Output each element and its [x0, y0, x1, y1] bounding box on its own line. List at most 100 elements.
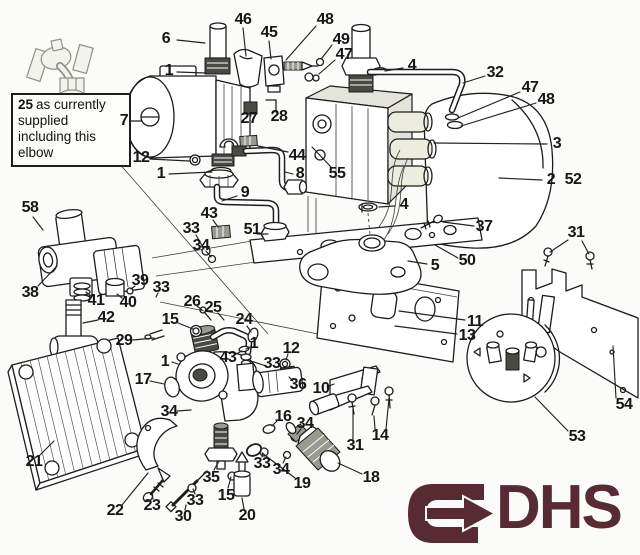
leader-line-42 [82, 319, 99, 324]
callout-19: 19 [293, 475, 311, 492]
o-ring-15 [189, 324, 203, 338]
callout-25: 25 [204, 299, 222, 316]
leader-line-48 [285, 25, 317, 61]
plate-screws [543, 247, 595, 270]
air-vent-46 [233, 48, 325, 93]
callout-33: 33 [263, 355, 281, 372]
callout-31: 31 [567, 224, 585, 241]
chassis-guide-lines [117, 161, 319, 335]
leader-line-1 [168, 171, 213, 175]
leader-line-47 [318, 59, 336, 75]
leader-line-44 [257, 145, 289, 153]
leader-line-16 [271, 420, 278, 427]
leader-line-25 [217, 312, 225, 321]
leader-line-40 [116, 293, 123, 299]
callout-38: 38 [21, 284, 39, 301]
callout-8: 8 [295, 165, 305, 182]
callout-9: 9 [240, 184, 250, 201]
callout-54: 54 [615, 396, 633, 413]
plunger-20 [233, 451, 251, 497]
bolt-26 [199, 306, 207, 314]
callout-43: 43 [200, 205, 218, 222]
callout-15: 15 [161, 311, 179, 328]
callout-50: 50 [458, 252, 476, 269]
u-clip-22 [136, 417, 178, 483]
solenoids [387, 111, 437, 187]
callout-12: 12 [132, 149, 150, 166]
washer-34d [282, 450, 292, 460]
callout-27: 27 [240, 110, 258, 127]
sensor-35 [204, 422, 238, 470]
leader-line-33 [192, 488, 196, 495]
leader-line-38 [37, 265, 58, 287]
leader-line-34 [205, 250, 212, 258]
callout-33: 33 [186, 492, 204, 509]
o-ring-12 [189, 154, 201, 166]
dhs-logo-text: DHS [496, 473, 623, 542]
leader-line-31 [581, 240, 590, 255]
callout-39: 39 [131, 272, 149, 289]
callout-55: 55 [328, 165, 346, 182]
callout-34: 34 [296, 415, 314, 432]
leader-line-12 [149, 158, 190, 162]
leader-line-33 [155, 292, 159, 298]
callout-46: 46 [234, 11, 252, 28]
leader-line-33 [195, 234, 205, 250]
callout-51: 51 [243, 221, 261, 238]
pipe-8 [231, 145, 308, 195]
callout-47: 47 [335, 46, 353, 63]
leader-line-11 [398, 310, 466, 321]
leader-line-53 [534, 396, 569, 432]
leader-line-8 [284, 171, 294, 175]
leader-line-41 [85, 291, 92, 297]
leader-line-30 [184, 504, 187, 511]
part-28 [265, 99, 277, 113]
wiring-loom [377, 149, 409, 241]
callout-30: 30 [174, 508, 192, 525]
leader-line-14 [385, 397, 390, 430]
callout-48: 48 [537, 91, 555, 108]
leader-line-5 [407, 260, 428, 265]
callout-42: 42 [97, 309, 115, 326]
leader-line-14 [373, 415, 376, 430]
leader-line-10 [326, 383, 335, 388]
callout-35: 35 [202, 469, 220, 486]
screw-23 [142, 478, 165, 503]
leader-line-4 [384, 67, 404, 72]
callout-21: 21 [25, 453, 43, 470]
leader-line-28 [271, 110, 276, 115]
callout-23: 23 [143, 497, 161, 514]
union-43 [211, 224, 231, 240]
callout-5: 5 [430, 257, 440, 274]
leader-line-36 [288, 376, 294, 382]
leader-line-29 [132, 337, 155, 341]
leader-line-34 [296, 428, 302, 435]
callout-37: 37 [475, 218, 493, 235]
callout-45: 45 [260, 24, 278, 41]
callout-49: 49 [332, 31, 350, 48]
callout-31: 31 [346, 437, 364, 454]
callout-14: 14 [371, 427, 389, 444]
callout-36: 36 [289, 376, 307, 393]
leader-line-35 [213, 460, 220, 471]
callout-22: 22 [106, 502, 124, 519]
heat-exchanger [7, 337, 147, 491]
callout-18: 18 [362, 469, 380, 486]
o-ring-49 [315, 57, 325, 67]
dhs-logo-arrow-icon [408, 484, 498, 543]
callout-29: 29 [115, 332, 133, 349]
leader-line-58 [32, 216, 44, 231]
callout-28: 28 [270, 108, 288, 125]
pressure-switch [466, 294, 561, 403]
leader-line-32 [462, 75, 486, 84]
callout-44: 44 [288, 147, 306, 164]
leader-line-17 [149, 380, 165, 385]
switch-terminals [473, 330, 547, 383]
leader-line-34 [176, 409, 192, 412]
leader-line-43 [212, 219, 219, 228]
leader-line-18 [337, 462, 363, 475]
o-ring-19 [245, 443, 263, 457]
